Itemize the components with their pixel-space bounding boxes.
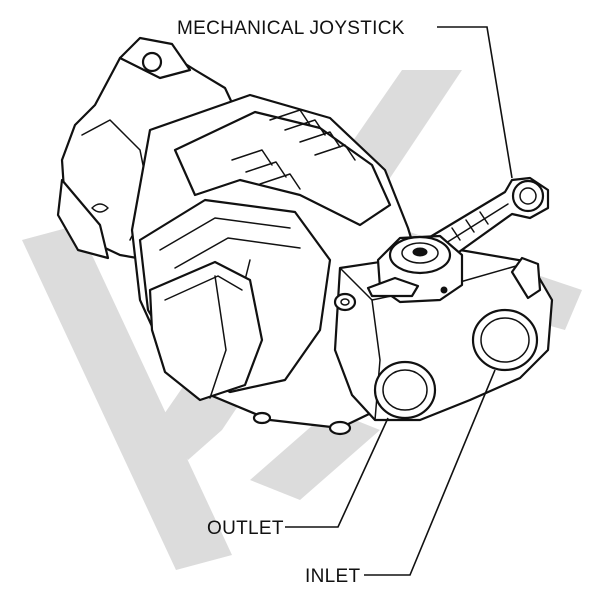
hydraulic-pump [56, 36, 554, 436]
joystick-label: MECHANICAL JOYSTICK [177, 18, 405, 39]
flange-bolt-slot-lower [91, 203, 109, 213]
callout-leaders [285, 26, 513, 576]
bottom-bolt [252, 411, 272, 425]
joystick-pointer [366, 276, 420, 298]
outlet-port [373, 360, 437, 420]
flange-bolt-hole-upper [141, 51, 163, 73]
bottom-bolt [328, 420, 352, 436]
flange-tab-lower [56, 178, 110, 260]
side-valve-block [148, 260, 264, 402]
joystick-leader [437, 26, 513, 179]
outlet-leader [285, 417, 389, 528]
joystick-ball-end [511, 179, 545, 213]
inlet-label: INLET [305, 566, 360, 587]
outlet-label: OUTLET [207, 518, 284, 539]
side-fitting [510, 256, 542, 300]
mechanical-joystick [366, 176, 550, 304]
inlet-port [471, 308, 539, 372]
cover-ribs [231, 109, 356, 190]
manifold-screw [333, 292, 357, 312]
inlet-leader [364, 369, 496, 576]
